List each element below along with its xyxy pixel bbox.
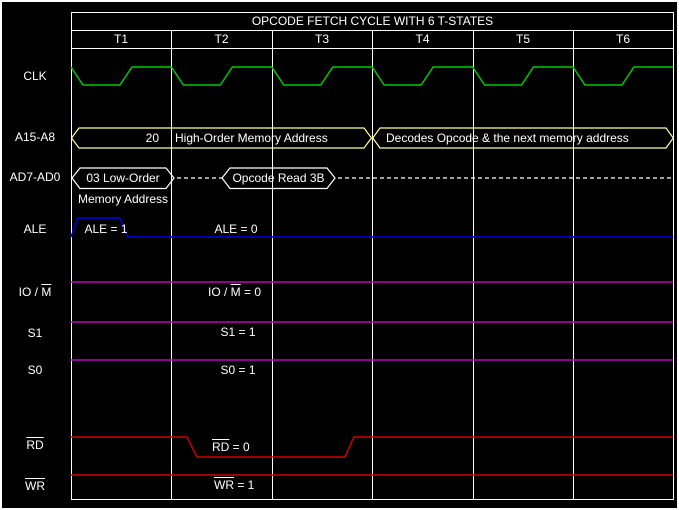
diagram-title: OPCODE FETCH CYCLE WITH 6 T-STATES [251, 14, 494, 28]
t-state-header-t1: T1 [113, 32, 128, 46]
a15-a8-segment1-text: High-Order Memory Address [175, 131, 328, 145]
grid-line [372, 30, 373, 499]
grid-line [71, 12, 674, 13]
grid-line [71, 12, 72, 500]
t-state-header-t2: T2 [214, 32, 229, 46]
s0-label: S0 [27, 363, 43, 377]
ad7-ad0-segment2-text: Opcode Read 3B [232, 171, 325, 185]
grid-line [573, 30, 574, 499]
grid-line [673, 12, 674, 500]
t-state-header-t4: T4 [415, 32, 430, 46]
grid-line [171, 30, 172, 499]
ale-low-annotation: ALE = 0 [214, 222, 258, 236]
rd-label: RD [26, 438, 44, 452]
io-m-annotation: IO / M = 0 [208, 285, 262, 299]
wr-label: WR [25, 479, 45, 493]
grid-line [71, 499, 674, 500]
a15-a8-segment2-text: Decodes Opcode & the next memory address [386, 131, 629, 145]
a15-a8-value: 20 [145, 131, 159, 145]
a15-a8-label: A15-A8 [14, 130, 56, 144]
io-m-label: IO / M [18, 285, 52, 299]
t-state-header-t5: T5 [515, 32, 530, 46]
ad7-ad0-segment1-text: 03 Low-Order [86, 171, 160, 185]
ale-high-annotation: ALE = 1 [84, 222, 128, 236]
t-state-header-t6: T6 [615, 32, 630, 46]
grid-line [272, 30, 273, 499]
grid-line [473, 30, 474, 499]
s0-annotation: S0 = 1 [220, 363, 256, 377]
ad7-ad0-segment1-text-line2: Memory Address [78, 192, 169, 206]
t-state-header-t3: T3 [314, 32, 329, 46]
s1-label: S1 [27, 326, 43, 340]
wr-annotation: WR = 1 [214, 478, 255, 492]
s1-annotation: S1 = 1 [220, 325, 256, 339]
rd-annotation: RD = 0 [212, 440, 250, 454]
clk-label: CLK [23, 69, 47, 83]
ale-label: ALE [23, 222, 47, 236]
ad7-ad0-label: AD7-AD0 [9, 170, 61, 184]
